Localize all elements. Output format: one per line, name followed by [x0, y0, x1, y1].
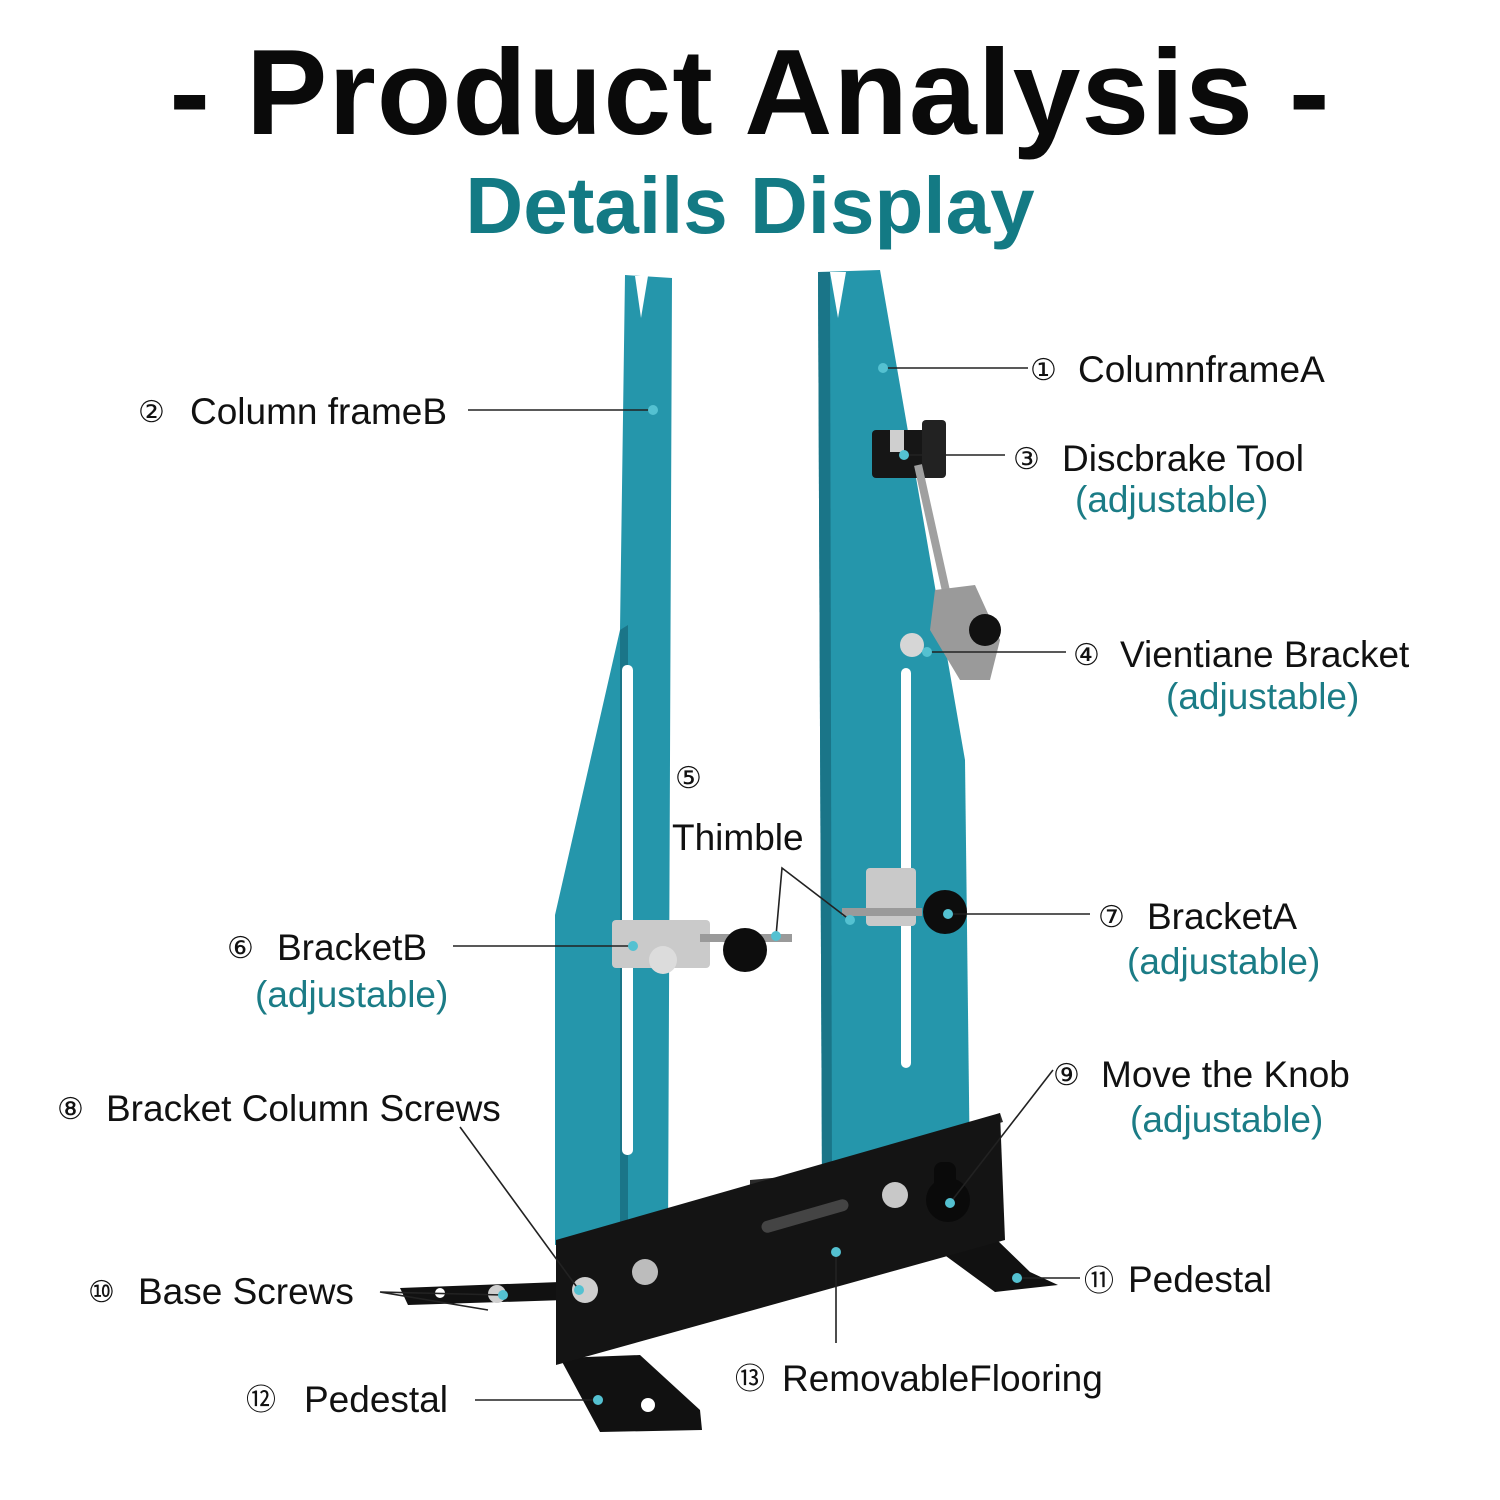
callout-3-label: Discbrake Tool: [1062, 438, 1304, 479]
vientiane-bracket-knob: [969, 614, 1001, 646]
callout-dot-9: [945, 1198, 955, 1208]
pedestal-left-rear: [400, 1282, 565, 1305]
page-subtitle: Details Display: [465, 161, 1035, 250]
callout-dot-1: [878, 363, 888, 373]
page-title: - Product Analysis -: [169, 24, 1331, 160]
callout-dot-2: [648, 405, 658, 415]
callout-dot-3: [899, 450, 909, 460]
column-frame-a-notch: [830, 272, 846, 318]
callout-10-number: ⑩: [88, 1275, 115, 1310]
vientiane-bracket: [930, 585, 1000, 680]
bracket-a-body: [866, 868, 916, 926]
column-frame-a-edge: [818, 272, 832, 1185]
column-frame-b: [555, 275, 672, 1245]
callout-5-label: Thimble: [672, 817, 804, 858]
discbrake-tool-rod: [914, 464, 952, 601]
callout-7-number: ⑦: [1098, 900, 1125, 935]
callout-3-sub: (adjustable): [1075, 479, 1268, 520]
leader-line-10: [379, 1291, 504, 1311]
discbrake-tool-slot: [890, 430, 904, 452]
callout-dot-13: [831, 1247, 841, 1257]
callout-dot-11: [1012, 1273, 1022, 1283]
callout-dot-8: [574, 1285, 584, 1295]
callout-13-number: ⑬: [735, 1362, 765, 1397]
pedestal-front: [560, 1355, 702, 1432]
callout-dot-5b: [845, 915, 855, 925]
leader-line-5: [775, 866, 851, 937]
column-frame-a: [818, 270, 970, 1185]
callout-1-label: ColumnframeA: [1078, 349, 1325, 390]
callout-7-sub: (adjustable): [1127, 941, 1320, 982]
base-screw: [632, 1259, 658, 1285]
bracket-a-rod: [842, 908, 922, 916]
callout-11-number: ⑪: [1084, 1264, 1114, 1299]
callout-dot-6: [628, 941, 638, 951]
leader-line-9: [949, 1069, 1054, 1204]
base-screw: [572, 1277, 598, 1303]
callout-6-number: ⑥: [227, 931, 254, 966]
callout-13-label: RemovableFlooring: [782, 1358, 1103, 1399]
pedestal-hole: [641, 1398, 655, 1412]
callout-dot-5a: [771, 931, 781, 941]
bracket-b-washer: [649, 946, 677, 974]
knob-handle: [934, 1162, 956, 1192]
base-plate: [556, 1113, 1005, 1365]
callout-12-label: Pedestal: [304, 1379, 448, 1420]
discbrake-tool-wheel: [922, 420, 946, 478]
callout-9-sub: (adjustable): [1130, 1099, 1323, 1140]
callout-8-number: ⑧: [57, 1092, 84, 1127]
callout-3-number: ③: [1013, 442, 1040, 477]
vientiane-bracket-pivot: [900, 633, 924, 657]
callout-5-number: ⑤: [675, 761, 702, 796]
bracket-b-knob: [723, 928, 767, 972]
callout-9-number: ⑨: [1053, 1058, 1080, 1093]
callout-6-label: BracketB: [277, 927, 427, 968]
callout-6-sub: (adjustable): [255, 974, 448, 1015]
callout-9-label: Move the Knob: [1101, 1054, 1350, 1095]
column-frame-b-notch: [635, 276, 648, 318]
knob-washer: [882, 1182, 908, 1208]
callout-dot-4: [922, 647, 932, 657]
callout-4-sub: (adjustable): [1166, 676, 1359, 717]
callout-dot-12: [593, 1395, 603, 1405]
callout-4-label: Vientiane Bracket: [1120, 634, 1410, 675]
column-frame-b-slot: [622, 665, 633, 1155]
base-slot: [761, 1199, 849, 1233]
callout-dot-10: [498, 1290, 508, 1300]
callout-11-label: Pedestal: [1128, 1259, 1272, 1300]
callout-1-number: ①: [1030, 353, 1057, 388]
callout-8-label: Bracket Column Screws: [106, 1088, 501, 1129]
callout-7-label: BracketA: [1147, 896, 1297, 937]
callout-2-label: Column frameB: [190, 391, 447, 432]
callout-2-number: ②: [138, 395, 165, 430]
callout-12-number: ⑫: [246, 1383, 276, 1418]
bracket-b-body: [612, 920, 710, 968]
callout-10-label: Base Screws: [138, 1271, 354, 1312]
leader-line-8: [459, 1126, 580, 1291]
callout-dot-7: [943, 909, 953, 919]
callout-4-number: ④: [1073, 638, 1100, 673]
